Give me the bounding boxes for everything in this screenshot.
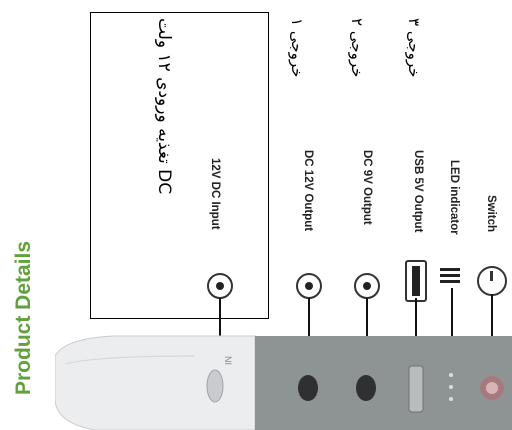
usb-port-icon	[405, 260, 427, 302]
connector-line	[366, 298, 368, 360]
arabic-output-2-label: خروجی ۲	[348, 18, 366, 78]
connector-line	[308, 298, 310, 360]
dc-12v-output-label: DC 12V Output	[302, 150, 314, 232]
usb-5v-output-label: USB 5V Output	[412, 150, 424, 233]
arabic-output-1-label: خروجی ۱	[288, 18, 306, 78]
product-details-heading: Product Details	[12, 240, 35, 395]
callout-box	[90, 12, 269, 319]
dc-12v-jack-icon	[296, 273, 322, 299]
dc-9v-output-label: DC 9V Output	[361, 150, 373, 225]
led-indicator-label: LED indicator	[448, 160, 460, 235]
dc-9v-jack-icon	[354, 273, 380, 299]
arabic-output-3-label: خروجی ۳	[405, 18, 423, 78]
dc-input-jack-icon	[207, 273, 233, 299]
connector-line	[491, 294, 493, 360]
dc-input-label: 12V DC Input	[209, 158, 221, 230]
switch-label: Switch	[485, 195, 497, 233]
device-body	[55, 335, 512, 430]
device-marking: NI	[223, 356, 233, 365]
callout-text: تغذیه ورودی ۱۲ ولت DC	[154, 18, 174, 195]
connector-line	[415, 298, 417, 360]
connector-line	[451, 288, 453, 360]
power-switch-icon	[477, 266, 507, 296]
connector-line	[219, 298, 221, 360]
led-indicator-icon	[440, 266, 460, 286]
